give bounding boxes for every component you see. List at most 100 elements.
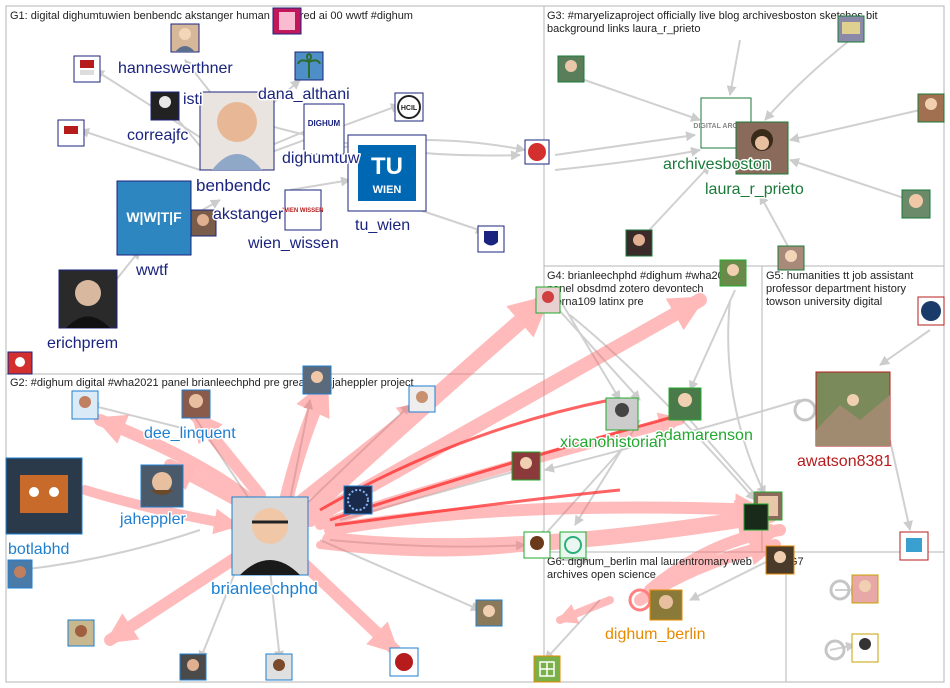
node-logo-small-2[interactable]	[58, 120, 84, 146]
node-g3-c[interactable]	[918, 94, 944, 122]
node-g3-b[interactable]	[838, 16, 864, 42]
person-icon	[483, 605, 495, 617]
label-tu-wien: tu_wien	[355, 217, 410, 234]
node-g5-a[interactable]	[918, 297, 944, 325]
wien-logo-icon: WIEN WISSEN	[282, 208, 323, 214]
node-dee-linquent[interactable]	[182, 390, 210, 418]
node-g2-d[interactable]	[344, 486, 372, 514]
person-icon	[520, 457, 532, 469]
node-g4-c[interactable]	[512, 452, 540, 480]
node-wwtf[interactable]: W|W|T|F	[117, 181, 191, 255]
label-brianleechphd: brianleechphd	[211, 579, 318, 598]
node-g7-b[interactable]	[852, 634, 878, 662]
person-icon	[189, 394, 203, 408]
node-g2-i[interactable]	[266, 654, 292, 680]
node-awatson8381[interactable]	[816, 372, 890, 446]
person-icon	[859, 580, 871, 592]
label-isti: isti	[183, 91, 203, 108]
node-g4-d[interactable]	[524, 532, 550, 558]
svg-text:TU: TU	[371, 153, 403, 180]
node-g6-b[interactable]	[534, 656, 560, 682]
node-g3-e[interactable]	[626, 230, 652, 256]
node-hanneswerthner[interactable]	[171, 24, 199, 52]
label-xicanohistorian: xicanohistorian	[560, 434, 667, 451]
dighum-logo-icon: DIGHUM	[308, 119, 341, 128]
group-title-g3: G3: #maryelizaproject officially live bl…	[547, 10, 881, 35]
node-g2-g[interactable]	[68, 620, 94, 646]
person-icon	[273, 659, 285, 671]
community-network-icon	[921, 301, 941, 321]
label-jaheppler: jaheppler	[119, 511, 187, 528]
node-g2-e[interactable]	[8, 560, 32, 588]
person-icon	[79, 396, 91, 408]
node-g2-b[interactable]	[303, 366, 331, 394]
label-wwtf: wwtf	[135, 262, 169, 279]
label-botlabhd: botlabhd	[8, 541, 69, 558]
node-g7-a[interactable]	[852, 575, 878, 603]
label-hanneswerthner: hanneswerthner	[118, 60, 233, 77]
node-g4-g[interactable]	[744, 504, 768, 530]
node-g2-c[interactable]	[409, 386, 435, 412]
university-seal-icon	[80, 60, 94, 68]
person-icon	[152, 472, 172, 492]
person-icon	[859, 638, 871, 650]
svg-text:HCIL: HCIL	[401, 105, 418, 112]
dog-icon	[395, 653, 413, 671]
node-botlabhd[interactable]	[6, 458, 82, 534]
node-small-g1-a[interactable]	[478, 226, 504, 252]
label-correajfc: correajfc	[127, 127, 188, 144]
node-g2-j[interactable]	[390, 648, 418, 676]
node-brianleechphd[interactable]	[232, 497, 308, 575]
person-icon	[542, 291, 554, 303]
node-tu-wien[interactable]: TU WIEN	[348, 135, 426, 211]
node-g4-a[interactable]	[536, 287, 560, 313]
shield-icon	[484, 231, 498, 246]
node-g4-e[interactable]	[560, 532, 586, 558]
node-dighum-berlin[interactable]	[650, 590, 682, 620]
node-wien-wissen[interactable]: WIEN WISSEN	[282, 190, 323, 230]
node-g2-f[interactable]	[476, 600, 502, 626]
node-g3-d[interactable]	[902, 190, 930, 218]
node-g6-a[interactable]	[766, 546, 794, 574]
person-icon	[909, 194, 923, 208]
person-icon	[416, 391, 428, 403]
person-icon	[311, 371, 323, 383]
person-icon	[217, 102, 257, 142]
node-benbendc[interactable]	[200, 92, 274, 170]
label-awatson8381: awatson8381	[797, 453, 892, 470]
node-jaheppler[interactable]	[141, 465, 183, 507]
person-icon	[75, 280, 101, 306]
person-icon	[615, 403, 629, 417]
person-icon	[75, 625, 87, 637]
node-adamarenson[interactable]	[669, 388, 701, 420]
node-top-logo[interactable]	[273, 8, 301, 34]
node-xicanohistorian[interactable]	[606, 398, 638, 430]
person-icon	[925, 98, 937, 110]
self-loop	[795, 400, 815, 420]
node-logo-small-1[interactable]	[74, 56, 100, 82]
group-boxes	[6, 6, 944, 682]
node-hcil[interactable]: HCIL	[395, 93, 423, 121]
node-erichprem[interactable]	[59, 270, 117, 328]
node-g5-b[interactable]	[900, 532, 928, 560]
group-title-g1: G1: digital dighumtuwien benbendc akstan…	[10, 10, 413, 22]
node-g2-a[interactable]	[72, 391, 98, 419]
node-g3-a[interactable]	[558, 56, 584, 82]
node-dighumtuw[interactable]: DIGHUM	[304, 104, 344, 154]
group-title-g2: G2: #dighum digital #wha2021 panel brian…	[10, 377, 414, 389]
node-small-g1-b[interactable]	[525, 140, 549, 164]
person-icon	[179, 28, 191, 40]
node-g3-f[interactable]	[778, 246, 804, 270]
node-small-g1-c[interactable]	[8, 352, 32, 374]
seal-icon	[528, 143, 546, 161]
node-isti[interactable]	[151, 92, 179, 120]
node-g2-h[interactable]	[180, 654, 206, 680]
group-title-g4: G4: brianleechphd #dighum #wha2021 panel…	[547, 270, 739, 308]
node-g4-b[interactable]	[720, 260, 746, 286]
node-dana-althani[interactable]	[295, 52, 323, 80]
person-icon	[159, 96, 171, 108]
label-dana-althani: dana_althani	[258, 86, 350, 103]
person-icon	[14, 566, 26, 578]
person-icon	[678, 393, 692, 407]
